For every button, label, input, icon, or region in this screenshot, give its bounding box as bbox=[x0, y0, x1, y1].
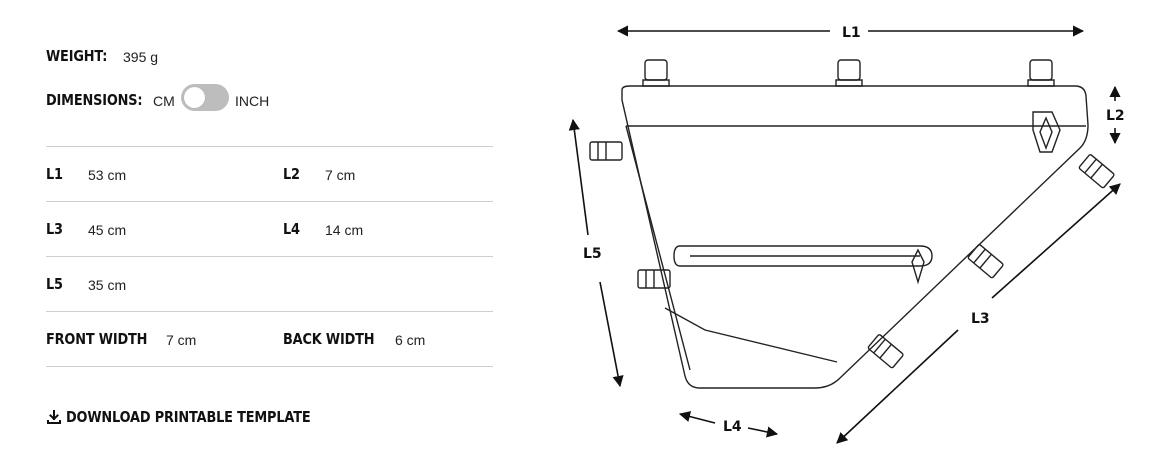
dimension-label-l4: L4 bbox=[723, 419, 742, 435]
measurement-value-l1: 53 cm bbox=[88, 167, 127, 183]
measurement-label-back-width: BACK WIDTH bbox=[283, 330, 375, 348]
strap-loop bbox=[644, 59, 668, 81]
download-icon bbox=[47, 410, 61, 424]
divider bbox=[46, 256, 493, 257]
dimension-arrow-l5 bbox=[568, 118, 589, 236]
measurement-label-l3: L3 bbox=[46, 220, 63, 238]
dimension-arrow-l4 bbox=[747, 426, 779, 438]
unit-toggle[interactable] bbox=[181, 84, 229, 111]
download-template-link[interactable]: DOWNLOAD PRINTABLE TEMPLATE bbox=[46, 408, 350, 426]
measurement-label-l2: L2 bbox=[283, 165, 300, 183]
measurement-value-l2: 7 cm bbox=[325, 167, 356, 183]
dimension-label-l5: L5 bbox=[583, 246, 602, 262]
dimension-arrow-l3 bbox=[991, 183, 1121, 299]
strap-loop bbox=[1029, 59, 1053, 81]
dimension-arrow-l4 bbox=[678, 411, 716, 424]
weight-value: 395 g bbox=[123, 49, 159, 65]
zipper-pull bbox=[911, 248, 925, 285]
measurement-value-l3: 45 cm bbox=[88, 222, 127, 238]
weight-label: WEIGHT: bbox=[46, 47, 108, 65]
measurement-value-front-width: 7 cm bbox=[166, 332, 197, 348]
dimension-label-l1: L1 bbox=[842, 25, 861, 41]
measurement-value-l5: 35 cm bbox=[88, 277, 127, 293]
divider bbox=[46, 366, 493, 367]
unit-cm-label[interactable]: CM bbox=[153, 93, 175, 109]
frame-bag-diagram: L1 L2 L3 L4 L5 bbox=[568, 25, 1125, 444]
divider bbox=[46, 311, 493, 312]
dimension-label-l2: L2 bbox=[1106, 108, 1125, 124]
dimension-arrow-l3 bbox=[836, 329, 959, 444]
bag-inner-edge bbox=[625, 125, 691, 371]
measurement-value-l4: 14 cm bbox=[325, 222, 364, 238]
zipper-pocket bbox=[673, 245, 933, 267]
divider bbox=[46, 146, 493, 147]
divider bbox=[46, 201, 493, 202]
measurement-value-back-width: 6 cm bbox=[395, 332, 426, 348]
strap-loop bbox=[837, 59, 861, 81]
unit-inch-label[interactable]: INCH bbox=[235, 93, 270, 109]
measurement-label-l4: L4 bbox=[283, 220, 300, 238]
dimension-arrow-l5 bbox=[599, 281, 624, 388]
unit-toggle-knob bbox=[184, 87, 205, 108]
measurement-label-l1: L1 bbox=[46, 165, 63, 183]
measurement-label-front-width: FRONT WIDTH bbox=[46, 330, 148, 348]
dimensions-label: DIMENSIONS: bbox=[46, 91, 143, 109]
mounting-clip bbox=[1032, 111, 1061, 153]
bag-bottom-panel bbox=[664, 307, 838, 363]
measurement-label-l5: L5 bbox=[46, 275, 63, 293]
download-template-label: DOWNLOAD PRINTABLE TEMPLATE bbox=[66, 408, 311, 426]
bag-outline bbox=[621, 85, 1089, 389]
dimension-label-l3: L3 bbox=[971, 311, 990, 327]
